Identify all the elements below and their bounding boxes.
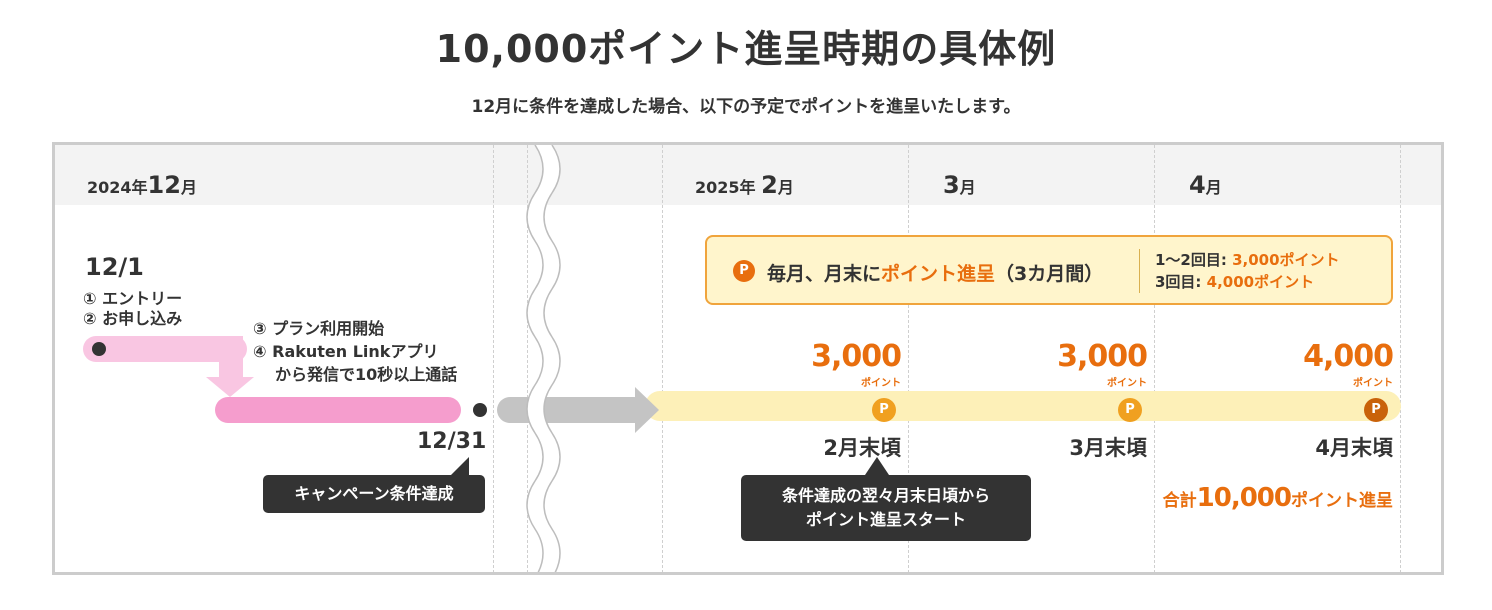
step-plan-start: ③ プラン利用開始 (253, 319, 385, 338)
campaign-tag-pointer (451, 457, 469, 475)
divider-feb-start (662, 145, 663, 572)
coin-feb-icon: P (872, 398, 896, 422)
monthly-points-main: 毎月、月末にポイント進呈（3カ月間） (767, 263, 1104, 285)
entry-arrow-head (206, 377, 254, 397)
month-header-apr: 4月 (1189, 171, 1222, 199)
divider-apr-start (1154, 145, 1155, 572)
coin-apr-icon: P (1364, 398, 1388, 422)
divider-mar-start (908, 145, 909, 572)
payout-apr-unit: ポイント (1353, 378, 1393, 389)
usage-bar (215, 397, 461, 423)
divider-dec-end (493, 145, 494, 572)
payout-mar-label: 3月末頃 (1069, 436, 1147, 460)
points-p-icon: P (733, 260, 755, 282)
start-tag-pointer (865, 457, 889, 475)
step-apply: ② お申し込み (83, 309, 183, 328)
timeline-graphic (83, 145, 1401, 572)
payout-mar-value: 3,000 (1057, 339, 1148, 374)
info-divider (1139, 249, 1140, 293)
wait-arrow-body (497, 397, 647, 423)
payout-band (645, 391, 1401, 421)
timeline-frame: 2024年12月 2025年 2月 3月 4月 12/1 ① エントリー ② お… (52, 142, 1444, 575)
page-title: 10,000ポイント進呈時期の具体例 (435, 27, 1057, 71)
break-line-left (526, 145, 544, 572)
start-dot (92, 342, 106, 356)
points-rule-2: 3回目: 4,000ポイント (1155, 273, 1315, 291)
break-line-right (543, 145, 561, 572)
end-dot (473, 403, 487, 417)
month-header-mar: 3月 (943, 171, 976, 199)
step-link-app: ④ Rakuten Linkアプリ (253, 342, 439, 361)
monthly-points-box: P 毎月、月末にポイント進呈（3カ月間） 1〜2回目: 3,000ポイント 3回… (705, 235, 1393, 305)
wait-arrow-head (635, 387, 659, 433)
entry-arrow-stem (219, 336, 243, 378)
page-subtitle: 12月に条件を達成した場合、以下の予定でポイントを進呈いたします。 (471, 97, 1021, 117)
entry-bar (83, 336, 247, 362)
points-start-tag: 条件達成の翌々月末日頃から ポイント進呈スタート (741, 475, 1031, 541)
end-date: 12/31 (417, 429, 487, 454)
divider-break-left (527, 145, 528, 572)
points-start-line1: 条件達成の翌々月末日頃から (781, 486, 990, 505)
month-header-feb: 2025年 2月 (695, 171, 794, 199)
start-date: 12/1 (85, 253, 144, 281)
coin-mar-icon: P (1118, 398, 1142, 422)
points-start-line2: ポイント進呈スタート (805, 510, 966, 529)
month-header-band (55, 145, 1441, 205)
payout-apr-value: 4,000 (1303, 339, 1394, 374)
step-call: から発信で10秒以上通話 (275, 365, 458, 384)
payout-apr-label: 4月末頃 (1315, 436, 1393, 460)
month-header-dec: 2024年12月 (87, 171, 197, 199)
total-points: 合計10,000ポイント進呈 (1162, 483, 1393, 513)
divider-apr-end (1400, 145, 1401, 572)
payout-feb-label: 2月末頃 (823, 436, 901, 460)
payout-feb-value: 3,000 (811, 339, 902, 374)
step-entry: ① エントリー (83, 289, 183, 308)
campaign-complete-tag: キャンペーン条件達成 (263, 475, 485, 513)
payout-feb-unit: ポイント (861, 378, 901, 389)
points-rule-1: 1〜2回目: 3,000ポイント (1155, 251, 1340, 269)
payout-mar-unit: ポイント (1107, 378, 1147, 389)
